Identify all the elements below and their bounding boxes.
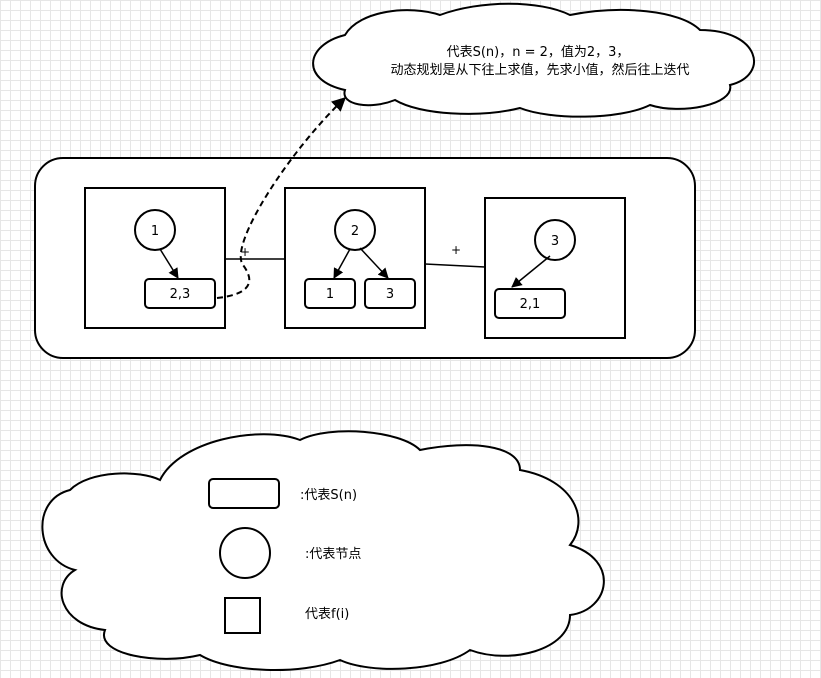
sn-label-2a: 1 — [326, 287, 334, 302]
note-line-2: 动态规划是从下往上求值，先求小值，然后往上迭代 — [390, 62, 689, 78]
node-circle-1[interactable] — [134, 209, 176, 251]
sn-rect-1[interactable] — [144, 278, 216, 309]
node-circle-3[interactable] — [534, 219, 576, 261]
node-circle-2[interactable] — [334, 209, 376, 251]
node-label-3: 3 — [551, 234, 559, 249]
legend-circle-label: :代表节点 — [305, 547, 361, 562]
legend-square-label: 代表f(i) — [305, 607, 349, 622]
legend-cloud[interactable] — [41, 430, 605, 672]
edge-3-to-sn[interactable] — [511, 255, 551, 288]
sn-rect-3[interactable] — [494, 288, 566, 319]
node-label-2: 2 — [351, 224, 359, 239]
legend-square-symbol[interactable] — [224, 597, 261, 634]
legend-rect-symbol[interactable] — [208, 478, 280, 509]
sn-label-2b: 3 — [386, 287, 394, 302]
note-line-1: 代表S(n)，n = 2，值为2，3， — [447, 44, 630, 60]
edge-2-to-right[interactable] — [359, 247, 389, 279]
legend-rect-label: :代表S(n) — [300, 488, 357, 503]
node-label-1: 1 — [151, 224, 159, 239]
note-cloud[interactable] — [312, 2, 755, 118]
sn-label-3: 2,1 — [520, 297, 541, 312]
edge-1-to-sn[interactable] — [159, 248, 179, 279]
edge-2-to-left[interactable] — [333, 248, 351, 279]
plus-label-1: + — [240, 245, 250, 259]
sn-rect-2a[interactable] — [304, 278, 356, 309]
connector-line-2-3[interactable] — [424, 263, 486, 268]
legend-circle-symbol[interactable] — [219, 527, 271, 579]
sn-rect-2b[interactable] — [364, 278, 416, 309]
sn-label-1: 2,3 — [170, 287, 191, 302]
plus-label-2: + — [451, 243, 461, 257]
